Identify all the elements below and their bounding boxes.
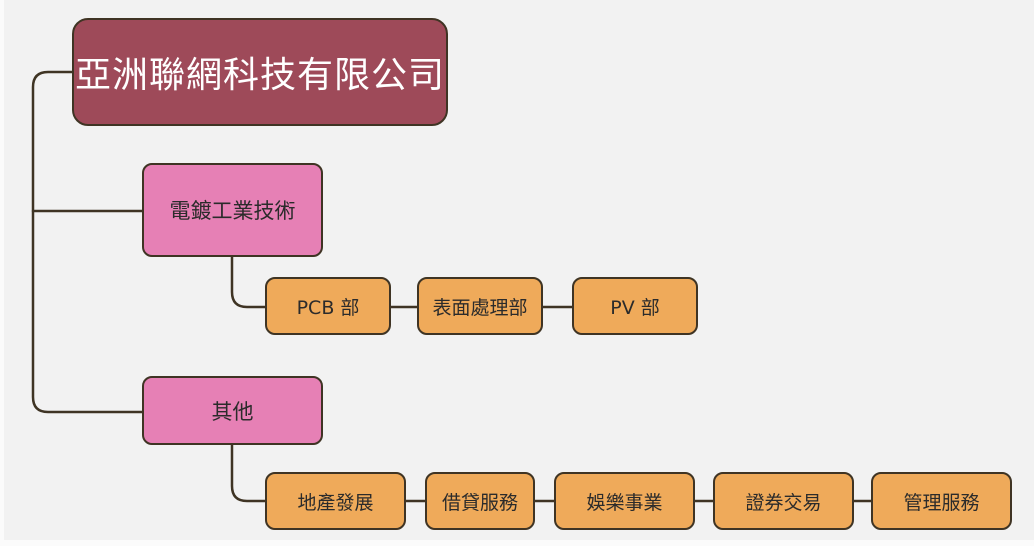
branch-label: 電鍍工業技術	[169, 199, 296, 223]
leaf-node-surface-treatment[interactable]: 表面處理部	[417, 277, 543, 335]
leaf-node-property[interactable]: 地產發展	[265, 472, 406, 530]
leaf-node-entertainment[interactable]: 娛樂事業	[554, 472, 695, 530]
branch-label: 其他	[211, 399, 254, 424]
leaf-node-pcb[interactable]: PCB 部	[265, 277, 391, 335]
bottom-edge	[0, 540, 1034, 546]
leaf-label: 管理服務	[903, 491, 980, 514]
leaf-label: 證券交易	[745, 491, 822, 514]
leaf-node-management[interactable]: 管理服務	[871, 472, 1012, 530]
leaf-label: PV 部	[610, 296, 660, 319]
leaf-label: 娛樂事業	[586, 491, 663, 514]
branch-node-electroplating[interactable]: 電鍍工業技術	[142, 163, 323, 257]
connector-branch1-leaf1	[230, 255, 267, 309]
branch-node-others[interactable]: 其他	[142, 376, 323, 445]
root-label: 亞洲聯網科技有限公司	[74, 55, 445, 96]
left-edge	[0, 0, 4, 546]
leaf-label: PCB 部	[296, 296, 360, 319]
root-node[interactable]: 亞洲聯網科技有限公司	[72, 18, 448, 126]
leaf-node-securities[interactable]: 證券交易	[713, 472, 854, 530]
leaf-label: 借貸服務	[441, 491, 518, 514]
leaf-node-pv[interactable]: PV 部	[572, 277, 698, 335]
leaf-node-lending[interactable]: 借貸服務	[425, 472, 535, 530]
leaf-label: 表面處理部	[432, 296, 528, 319]
leaf-label: 地產發展	[297, 491, 374, 514]
connector-root-trunk	[31, 70, 144, 414]
connector-branch2-leaf4	[230, 443, 267, 503]
